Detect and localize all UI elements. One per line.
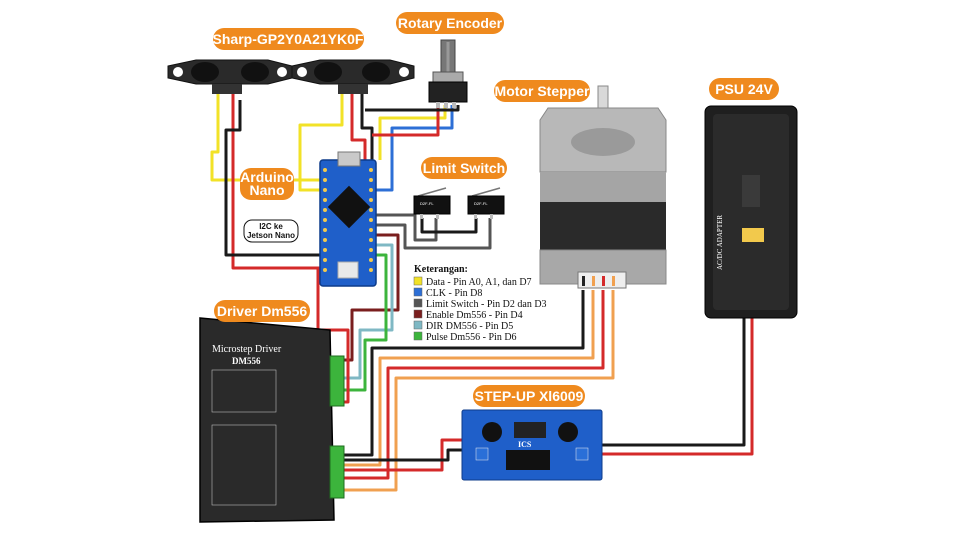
wire-rotary-red	[372, 105, 440, 137]
wire-motor-4	[342, 290, 615, 492]
driver-model-text: DM556	[232, 356, 261, 366]
svg-text:PSU 24V: PSU 24V	[715, 81, 773, 97]
sharp-sensor-1	[167, 59, 293, 94]
svg-text:Sharp-GP2Y0A21YK0F: Sharp-GP2Y0A21YK0F	[213, 31, 364, 47]
svg-text:Arduino: Arduino	[240, 169, 294, 185]
wire-motor-2	[342, 290, 595, 467]
arduino-nano	[319, 151, 377, 287]
wire-limit-black	[420, 218, 478, 234]
wire-sharp1-yellow	[210, 92, 320, 182]
wire-rotary-blue	[375, 105, 454, 192]
legend-item: Enable Dm556 - Pin D4	[413, 309, 523, 321]
svg-text:Limit Switch: Limit Switch	[423, 160, 505, 176]
label-psu: PSU 24V	[709, 78, 779, 100]
label-sharp: Sharp-GP2Y0A21YK0F	[213, 28, 364, 50]
svg-text:Driver Dm556: Driver Dm556	[217, 303, 307, 319]
label-i2c: I2C ke Jetson Nano	[243, 219, 299, 243]
svg-text:Pulse Dm556 - Pin D6: Pulse Dm556 - Pin D6	[426, 332, 517, 343]
wire-motor-3	[342, 290, 605, 480]
wire-sharp2-black	[360, 92, 374, 160]
wire-sharp1-red	[231, 92, 318, 270]
label-rotary: Rotary Encoder	[396, 12, 504, 34]
svg-text:STEP-UP Xl6009: STEP-UP Xl6009	[475, 388, 584, 404]
legend-swatch	[413, 287, 423, 297]
driver-title-text: Microstep Driver	[212, 344, 282, 355]
wire-stepup-black	[342, 448, 462, 462]
svg-text:I2C ke: I2C ke	[259, 222, 283, 231]
psu-side-text: AC/DC ADAPTER	[716, 215, 724, 270]
svg-text:Nano: Nano	[250, 182, 285, 198]
svg-text:DIR DM556 - Pin D5: DIR DM556 - Pin D5	[426, 321, 513, 332]
wire-driver-red	[316, 266, 350, 404]
wire-enable	[340, 233, 400, 362]
psu-adapter: AC/DC ADAPTER	[704, 105, 798, 319]
limit-switch-1: D2F-FL	[413, 187, 451, 219]
label-limit: Limit Switch	[421, 157, 507, 179]
wire-sharp1-black	[224, 100, 320, 257]
svg-text:CLK - Pin D8: CLK - Pin D8	[426, 288, 482, 299]
driver-dm556: Microstep Driver DM556	[199, 317, 345, 523]
legend-swatch	[413, 309, 423, 319]
wire-limit-gray2	[375, 218, 492, 250]
legend-item: Data - Pin A0, A1, dan D7	[413, 276, 532, 288]
label-arduino: Arduino Nano	[240, 168, 294, 200]
wire-sharp2-red	[350, 92, 367, 160]
label-motor: Motor Stepper	[494, 80, 590, 102]
svg-text:Motor Stepper: Motor Stepper	[495, 83, 590, 99]
wire-pulse	[340, 253, 388, 392]
arduino-pins	[323, 168, 373, 272]
wire-rotary-yellow	[378, 105, 447, 160]
legend-title: Keterangan:	[414, 264, 468, 275]
wire-psu-black	[602, 318, 746, 447]
wire-rotary-black	[365, 105, 460, 112]
svg-text:Enable Dm556 - Pin D4: Enable Dm556 - Pin D4	[426, 310, 523, 321]
sharp-sensor-2	[291, 59, 415, 94]
svg-text:Data - Pin A0, A1, dan D7: Data - Pin A0, A1, dan D7	[426, 277, 532, 288]
legend: Keterangan: Data - Pin A0, A1, dan D7 CL…	[413, 264, 547, 343]
stepper-motor	[539, 85, 667, 289]
wire-dir	[340, 243, 394, 380]
legend-item: DIR DM556 - Pin D5	[413, 320, 513, 332]
legend-item: CLK - Pin D8	[413, 287, 482, 299]
wire-psu-red	[602, 318, 754, 456]
limit-switch-2-model: D2F-FL	[474, 201, 488, 206]
stepup-logo-text: ICS	[518, 440, 532, 449]
svg-text:Jetson Nano: Jetson Nano	[247, 231, 295, 240]
legend-item: Limit Switch - Pin D2 dan D3	[413, 298, 547, 310]
label-driver: Driver Dm556	[214, 300, 310, 322]
wire-sharp2-yellow	[298, 92, 344, 192]
wire-stepup-red	[342, 438, 462, 472]
legend-swatch	[413, 320, 423, 330]
wire-motor-1	[342, 290, 585, 457]
legend-swatch	[413, 298, 423, 308]
limit-switch-2: D2F-FL	[467, 187, 505, 219]
rotary-encoder	[428, 39, 468, 108]
svg-text:Rotary Encoder: Rotary Encoder	[398, 15, 503, 31]
legend-swatch	[413, 276, 423, 286]
stepup-module: ICS	[461, 409, 603, 481]
legend-swatch	[413, 331, 423, 341]
legend-item: Pulse Dm556 - Pin D6	[413, 331, 517, 343]
svg-text:Limit Switch - Pin D2 dan D3: Limit Switch - Pin D2 dan D3	[426, 299, 547, 310]
wires	[210, 92, 754, 492]
label-stepup: STEP-UP Xl6009	[473, 385, 585, 407]
limit-switch-1-model: D2F-FL	[420, 201, 434, 206]
